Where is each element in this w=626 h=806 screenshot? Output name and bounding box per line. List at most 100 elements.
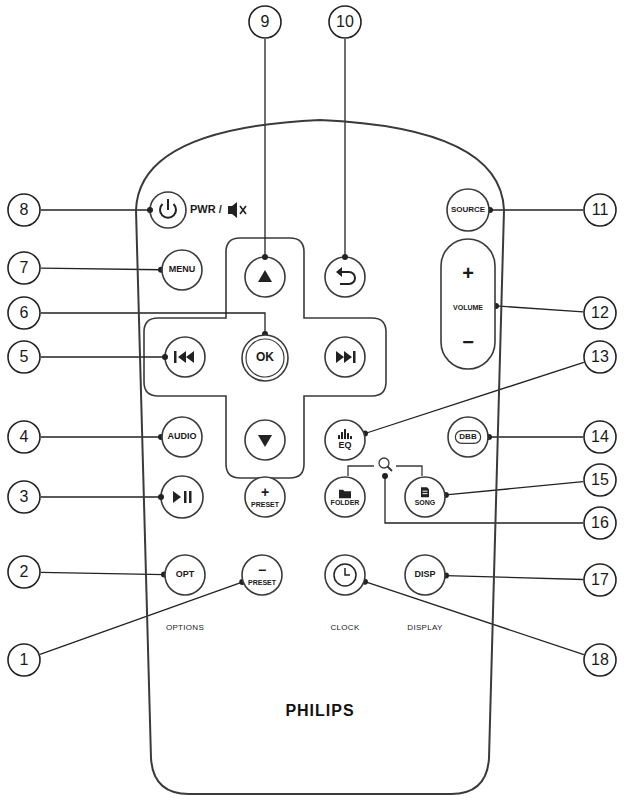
search-bracket bbox=[348, 466, 374, 476]
volume-rocker: +VOLUME− bbox=[440, 238, 496, 370]
button-outline bbox=[162, 250, 202, 290]
leader-line bbox=[446, 482, 583, 495]
callout-circle bbox=[329, 6, 361, 38]
icon-space bbox=[345, 488, 346, 499]
button-icon bbox=[353, 351, 356, 363]
label-stack: EQ bbox=[324, 419, 366, 461]
leader-line bbox=[496, 306, 583, 312]
leader-line bbox=[41, 209, 150, 210]
remote-body: PHILIPSMENUSOURCE+VOLUME−OKAUDIOEQDBB+PR… bbox=[133, 118, 507, 798]
button-icon bbox=[336, 267, 342, 277]
dpad-ring bbox=[144, 238, 386, 478]
button-label: DISP bbox=[414, 570, 435, 580]
label-stack: 5 bbox=[7, 340, 41, 374]
button-outline bbox=[405, 477, 445, 517]
label-stack bbox=[324, 554, 366, 596]
callout-number: 17 bbox=[583, 563, 617, 597]
icon-button bbox=[161, 476, 203, 518]
button-icon bbox=[178, 351, 194, 363]
button-caption: DISPLAY bbox=[404, 624, 446, 633]
callout-number: 1 bbox=[20, 651, 29, 669]
label-stack: 17 bbox=[583, 563, 617, 597]
button-label: CLOCK bbox=[330, 624, 359, 633]
preset-down-button: −PRESET bbox=[241, 554, 283, 596]
icon-space bbox=[425, 487, 426, 499]
label-stack: DISP bbox=[404, 554, 446, 596]
label-stack: +PRESET bbox=[244, 476, 286, 518]
button-icon bbox=[338, 435, 340, 439]
callout-number: 11 bbox=[592, 201, 609, 219]
button-icon bbox=[160, 199, 356, 503]
icon-button bbox=[245, 257, 285, 297]
button-outline bbox=[325, 420, 365, 460]
label-stack: 11 bbox=[583, 193, 617, 227]
button-icon bbox=[421, 487, 429, 497]
callout-number: 2 bbox=[20, 563, 29, 581]
button-icon bbox=[338, 429, 352, 439]
label-stack: 13 bbox=[583, 340, 617, 374]
callout-number: 16 bbox=[591, 514, 609, 532]
leader-line bbox=[486, 434, 583, 440]
printed-label: PWR / bbox=[190, 203, 222, 215]
button-outline bbox=[404, 476, 446, 518]
button-label: SONG bbox=[415, 499, 436, 507]
button-label: DISPLAY bbox=[407, 624, 442, 633]
leader-dot bbox=[147, 207, 153, 213]
button-label: OK bbox=[256, 351, 274, 364]
callout-number: 4 bbox=[20, 428, 29, 446]
leader-line bbox=[362, 579, 584, 655]
button-outline bbox=[447, 189, 489, 231]
label-stack: 3 bbox=[7, 480, 41, 514]
callout-circle bbox=[584, 564, 616, 596]
button-icon bbox=[336, 351, 352, 363]
button-icon bbox=[334, 564, 356, 586]
callout-number: 18 bbox=[591, 651, 609, 669]
label-stack: 1 bbox=[7, 643, 41, 677]
button-icon bbox=[334, 564, 356, 586]
leader-line bbox=[41, 268, 161, 270]
button-icon bbox=[340, 272, 355, 284]
button-outline bbox=[324, 419, 366, 461]
callout-circle bbox=[584, 644, 616, 676]
eq-button: EQ bbox=[324, 419, 366, 461]
button-outline bbox=[165, 555, 205, 595]
button-caption: OPTIONS bbox=[164, 624, 206, 633]
icon-space bbox=[345, 429, 346, 441]
callout-number: 12 bbox=[591, 304, 609, 322]
callout-number: 12 bbox=[583, 296, 617, 330]
callout-circle bbox=[8, 341, 40, 373]
leader-dot bbox=[342, 254, 348, 260]
callout-circle bbox=[8, 481, 40, 513]
source-button: SOURCE bbox=[446, 188, 490, 232]
leader-line bbox=[446, 576, 583, 580]
button-icon bbox=[341, 432, 343, 439]
callout-number: 6 bbox=[7, 296, 41, 330]
callout-circle bbox=[584, 464, 616, 496]
button-icon bbox=[258, 270, 272, 282]
button-outline bbox=[162, 417, 202, 457]
audio-button: AUDIO bbox=[161, 416, 203, 458]
button-outline bbox=[448, 417, 488, 457]
button-icon bbox=[258, 435, 272, 447]
callout-circle bbox=[584, 297, 616, 329]
button-outline bbox=[324, 476, 366, 518]
label-stack: SONG bbox=[404, 476, 446, 518]
icon-button bbox=[150, 192, 186, 228]
leader-dot bbox=[382, 473, 388, 479]
leader-line bbox=[41, 572, 167, 578]
icon-button bbox=[325, 257, 365, 297]
callout-circle bbox=[8, 194, 40, 226]
leader-line bbox=[41, 313, 265, 334]
leader-dot bbox=[262, 254, 268, 260]
button-outline bbox=[324, 554, 366, 596]
button-label: + bbox=[462, 263, 474, 283]
button-icon bbox=[174, 351, 177, 363]
leader-line bbox=[443, 573, 583, 580]
button-label: PRESET bbox=[251, 501, 279, 509]
dpad-ring bbox=[144, 238, 386, 478]
callout-circle bbox=[8, 421, 40, 453]
clock-button: CLOCK bbox=[324, 554, 366, 596]
button-icon bbox=[189, 491, 192, 503]
button-outline bbox=[245, 477, 285, 517]
preset-up-button: +PRESET bbox=[244, 476, 286, 518]
